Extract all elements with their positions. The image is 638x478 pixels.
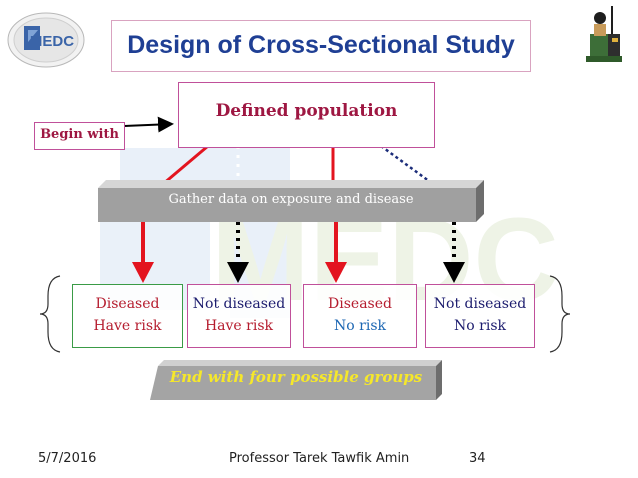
connector-dotted-right	[380, 144, 434, 186]
group-4-line1: Not diseased	[433, 296, 527, 312]
group-3-line2: No risk	[334, 318, 386, 334]
logo-text: MEDC	[30, 33, 74, 50]
right-brace	[549, 275, 571, 353]
group-4-line2: No risk	[454, 318, 506, 334]
egyptian-scribe-icon	[586, 6, 622, 62]
group-box-1: Diseased Have risk	[72, 284, 183, 348]
begin-label: Begin with	[40, 127, 119, 142]
group-box-3: Diseased No risk	[303, 284, 417, 348]
population-label: Defined population	[215, 101, 398, 121]
left-brace	[39, 275, 61, 353]
footer-page-number: 34	[469, 451, 486, 466]
slide-title: Design of Cross-Sectional Study	[127, 31, 515, 59]
begin-arrow	[123, 116, 174, 133]
group-2-line1: Not diseased	[192, 296, 286, 312]
title-box: Design of Cross-Sectional Study	[111, 20, 531, 72]
connector-red-left	[162, 144, 209, 186]
footer-author: Professor Tarek Tawfik Amin	[229, 451, 410, 466]
gather-bar: Gather data on exposure and disease	[98, 180, 484, 222]
group-box-2: Not diseased Have risk	[187, 284, 291, 348]
group-2-line2: Have risk	[204, 318, 274, 334]
begin-box: Begin with	[34, 122, 125, 150]
population-box: Defined population	[178, 82, 435, 148]
group-1-line2: Have risk	[93, 318, 162, 334]
end-label: End with four possible groups	[169, 368, 423, 386]
end-bar: End with four possible groups	[150, 360, 442, 400]
group-box-4: Not diseased No risk	[425, 284, 535, 348]
group-1-line1: Diseased	[95, 296, 160, 312]
footer-date: 5/7/2016	[38, 451, 97, 466]
medc-logo: MEDC	[7, 12, 85, 68]
gather-label: Gather data on exposure and disease	[168, 192, 414, 207]
group-3-line1: Diseased	[328, 296, 392, 312]
